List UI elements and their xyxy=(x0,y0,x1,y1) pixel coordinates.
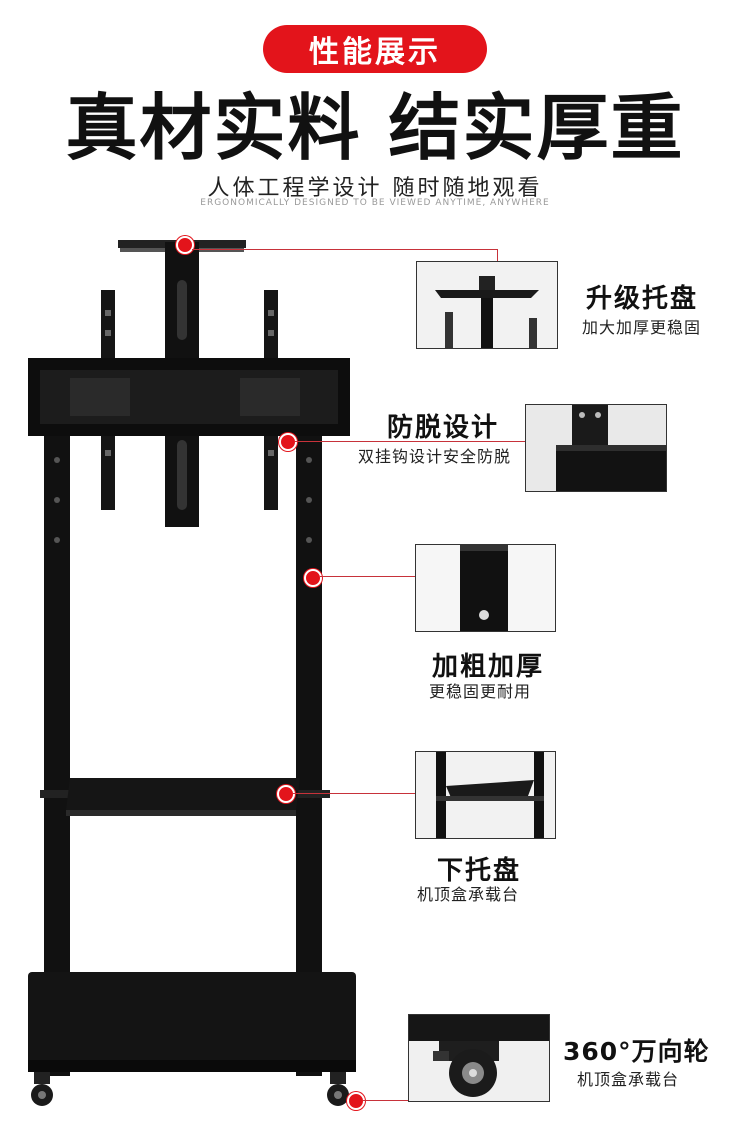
feature-desc-caster: 机顶盒承载台 xyxy=(577,1070,680,1089)
callout-dot-hook xyxy=(279,433,297,451)
shelf-detail-image xyxy=(415,751,556,839)
callout-dot-shelf xyxy=(277,785,295,803)
feature-title-caster: 360°万向轮 xyxy=(563,1037,710,1066)
hook-detail-image xyxy=(525,404,667,492)
headline: 真材实料 结实厚重 xyxy=(65,86,685,170)
feature-desc-tray: 加大加厚更稳固 xyxy=(582,318,702,337)
feature-desc-hook: 双挂钩设计安全防脱 xyxy=(358,447,512,466)
callout-line-shelf xyxy=(293,793,415,794)
column-detail-image xyxy=(415,544,556,632)
caster-detail-image xyxy=(408,1014,550,1102)
feature-desc-column: 更稳固更耐用 xyxy=(429,682,532,701)
feature-title-shelf: 下托盘 xyxy=(437,856,522,886)
section-badge: 性能展示 xyxy=(263,25,487,73)
callout-line-hook xyxy=(295,441,526,442)
callout-dot-column xyxy=(304,569,322,587)
feature-title-hook: 防脱设计 xyxy=(387,413,500,443)
callout-dot-tray xyxy=(176,236,194,254)
feature-title-tray: 升级托盘 xyxy=(586,284,699,314)
feature-title-column: 加粗加厚 xyxy=(432,652,545,682)
tv-stand-illustration xyxy=(28,240,356,1106)
callout-line-caster xyxy=(363,1100,408,1101)
callout-line-tray xyxy=(192,249,497,250)
feature-desc-shelf: 机顶盒承载台 xyxy=(417,885,520,904)
subheadline-english: ERGONOMICALLY DESIGNED TO BE VIEWED ANYT… xyxy=(200,198,550,208)
callout-dot-caster xyxy=(347,1092,365,1110)
tray-detail-image xyxy=(416,261,558,349)
callout-line-column xyxy=(320,576,415,577)
subheadline: 人体工程学设计 随时随地观看 xyxy=(207,176,543,201)
callout-line-tray-v xyxy=(497,249,498,261)
